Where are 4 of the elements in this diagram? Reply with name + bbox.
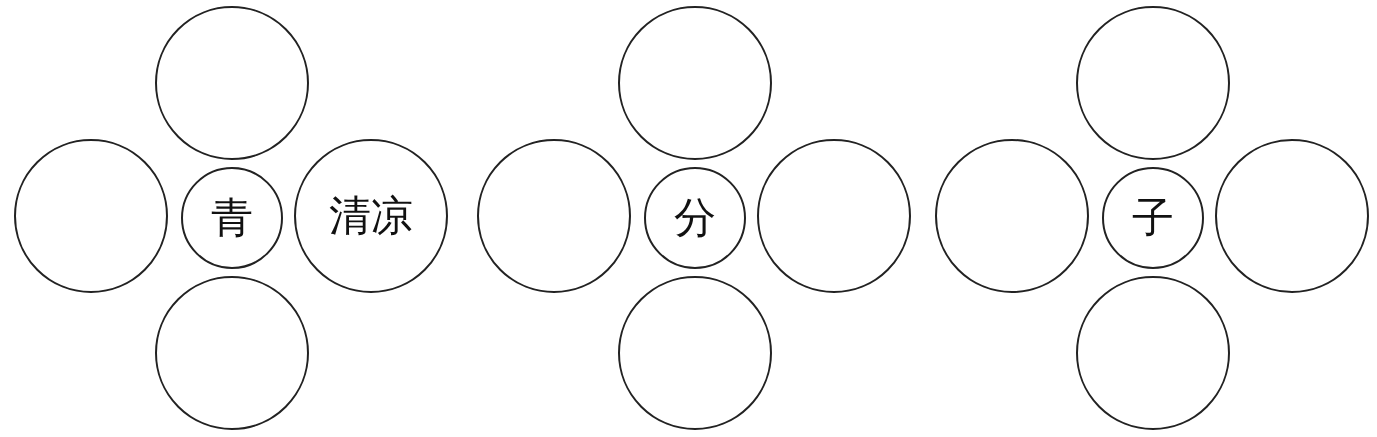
word-text: 清凉 — [329, 195, 413, 237]
center-character: 青 — [211, 197, 253, 239]
center-character: 分 — [674, 197, 716, 239]
center-character: 子 — [1132, 197, 1174, 239]
